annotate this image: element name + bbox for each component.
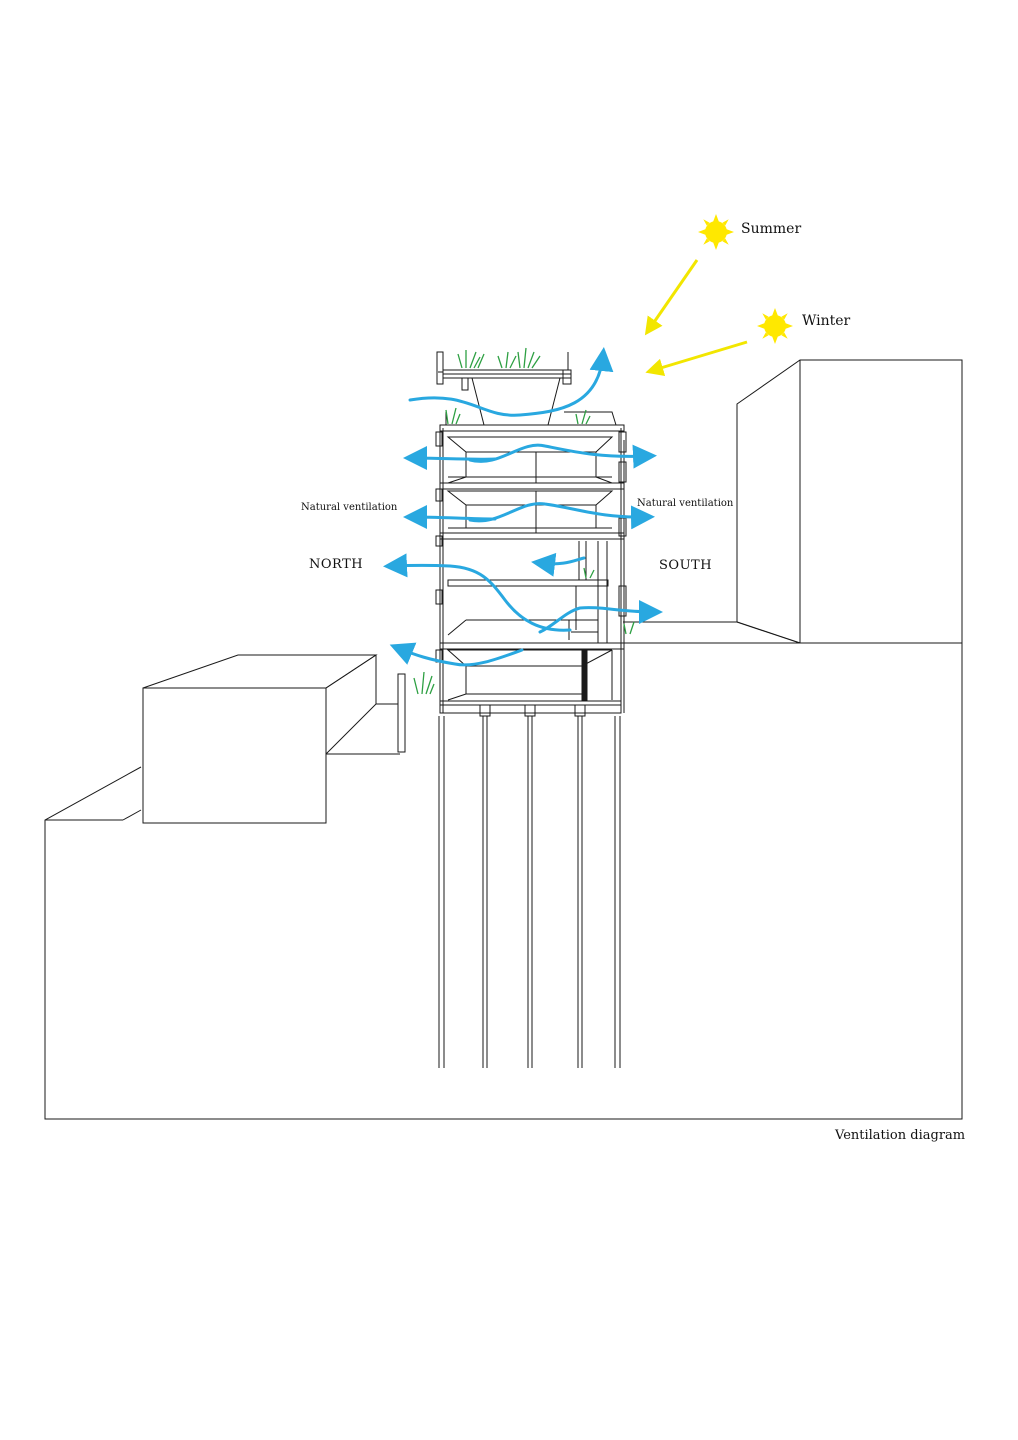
building-section (435, 351, 627, 717)
north-label: NORTH (309, 557, 364, 572)
grass-icon (413, 347, 635, 695)
natural-ventilation-right-label: Natural ventilation (637, 498, 734, 509)
south-neighbour-building (736, 359, 963, 644)
natural-ventilation-left-label: Natural ventilation (301, 502, 398, 513)
diagram-caption: Ventilation diagram (835, 1128, 966, 1143)
foundation-piles (438, 716, 621, 1068)
airflow-arrow-icon (383, 347, 663, 667)
north-neighbour-building (142, 654, 406, 824)
sun-icon (698, 214, 734, 250)
sun-icon (757, 308, 793, 344)
summer-sun-arrow (644, 259, 699, 336)
south-label: SOUTH (659, 558, 713, 573)
site-ground (44, 621, 963, 1120)
winter-label: Winter (802, 313, 851, 329)
summer-label: Summer (741, 221, 802, 237)
winter-sun-arrow (645, 340, 748, 377)
